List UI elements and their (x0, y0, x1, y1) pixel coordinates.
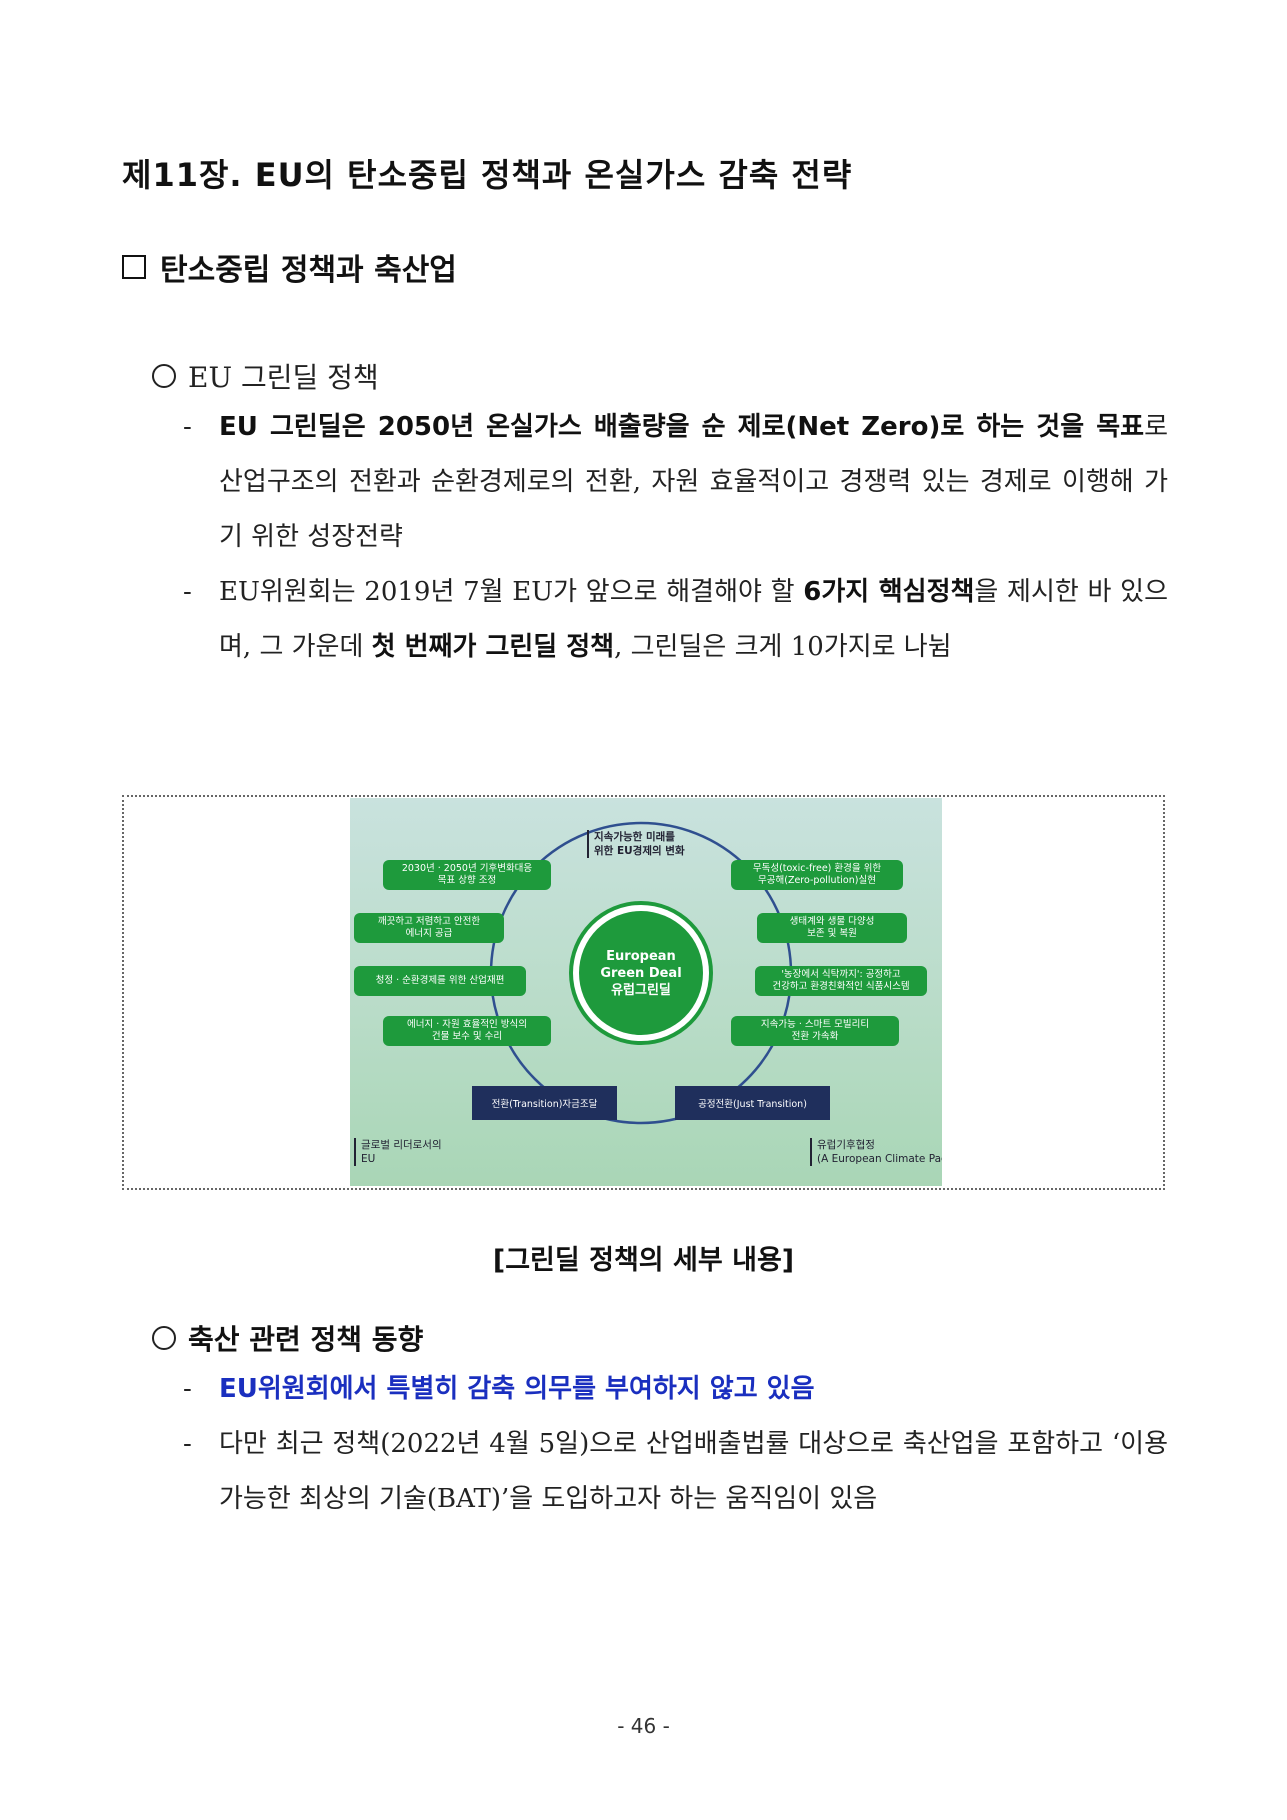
figure-caption: [그린딜 정책의 세부 내용] (492, 1245, 795, 1276)
right-box-1: 무독성(toxic-free) 환경을 위한 무공해(Zero-pollutio… (731, 860, 903, 890)
left-box-4: 에너지 · 자원 효율적인 방식의 건물 보수 및 수리 (383, 1016, 551, 1046)
corner-label-left: 글로벌 리더로서의 EU (354, 1138, 442, 1166)
dash-bullet: - (183, 577, 192, 607)
figure-frame (122, 795, 1165, 1190)
sub-heading-text: EU 그린딜 정책 (188, 361, 379, 394)
policy-text-bold-b: 6가지 핵심정책 (803, 577, 975, 607)
circle-bullet-icon (152, 364, 176, 388)
corner-label-right: 유럽기후협정 (A European Climate Pact) (810, 1138, 942, 1166)
dash-bullet: - (183, 1374, 192, 1404)
green-deal-diagram: 지속가능한 미래를 위한 EU경제의 변화 European Green Dea… (350, 798, 942, 1186)
left-box-2: 깨끗하고 저렴하고 안전한 에너지 공급 (354, 913, 504, 943)
policy-text-a: EU위원회는 2019년 7월 EU가 앞으로 해결해야 할 (219, 577, 804, 607)
policy-text-e: , 그린딜은 크게 10가지로 나뉨 (614, 632, 952, 662)
right-box-4: 지속가능 · 스마트 모빌리티 전환 가속화 (731, 1016, 899, 1046)
paragraph-core-policies: - EU위원회는 2019년 7월 EU가 앞으로 해결해야 할 6가지 핵심정… (183, 565, 1168, 675)
section-title: 탄소중립 정책과 축산업 (160, 253, 457, 288)
center-label-en: European Green Deal (600, 948, 682, 981)
left-box-3: 청정 · 순환경제를 위한 산업재편 (354, 966, 526, 996)
center-label-ko: 유럽그린딜 (611, 982, 671, 998)
diagram-top-label: 지속가능한 미래를 위한 EU경제의 변화 (587, 830, 685, 858)
bottom-box-just-transition: 공정전환(Just Transition) (675, 1086, 830, 1120)
bottom-box-transition: 전환(Transition)자금조달 (472, 1086, 617, 1120)
sub-heading-green-deal: EU 그린딜 정책 (152, 356, 379, 396)
chapter-title: 제11장. EU의 탄소중립 정책과 온실가스 감축 전략 (122, 156, 853, 194)
dash-bullet: - (183, 412, 192, 442)
goal-rest-text: 로 산업구조의 전환과 순환경제로의 전환, 자원 효율적이고 경쟁력 있는 경… (219, 412, 1168, 552)
paragraph-industrial-emissions: - 다만 최근 정책(2022년 4월 5일)으로 산업배출법률 대상으로 축산… (183, 1417, 1168, 1527)
section-heading: 탄소중립 정책과 축산업 (122, 245, 457, 289)
goal-bold-text: EU 그린딜은 2050년 온실가스 배출량을 순 제로(Net Zero)로 … (219, 412, 1145, 442)
paragraph-green-deal-goal: - EU 그린딜은 2050년 온실가스 배출량을 순 제로(Net Zero)… (183, 400, 1168, 565)
sub-heading-text: 축산 관련 정책 동향 (188, 1323, 424, 1356)
page-number: - 46 - (617, 1714, 670, 1738)
checkbox-icon (122, 255, 146, 279)
right-box-3: '농장에서 식탁까지': 공정하고 건강하고 환경친화적인 식품시스템 (755, 966, 927, 996)
sub-heading-livestock: 축산 관련 정책 동향 (152, 1318, 423, 1358)
dash-bullet: - (183, 1429, 192, 1459)
policy-text-c: 을 제시한 바 있으며, 그 가운데 (219, 577, 1169, 662)
circle-bullet-icon (152, 1326, 176, 1350)
paragraph-no-obligation: - EU위원회에서 특별히 감축 의무를 부여하지 않고 있음 (183, 1362, 1168, 1417)
policy-text-bold-d: 첫 번째가 그린딜 정책 (371, 632, 615, 662)
diagram-center: European Green Deal 유럽그린딜 (579, 911, 703, 1035)
industrial-emissions-text: 다만 최근 정책(2022년 4월 5일)으로 산업배출법률 대상으로 축산업을… (219, 1429, 1168, 1514)
left-box-1: 2030년 · 2050년 기후변화대응 목표 상향 조정 (383, 860, 551, 890)
no-obligation-text: EU위원회에서 특별히 감축 의무를 부여하지 않고 있음 (219, 1374, 815, 1404)
right-box-2: 생태계와 생물 다양성 보존 및 복원 (757, 913, 907, 943)
